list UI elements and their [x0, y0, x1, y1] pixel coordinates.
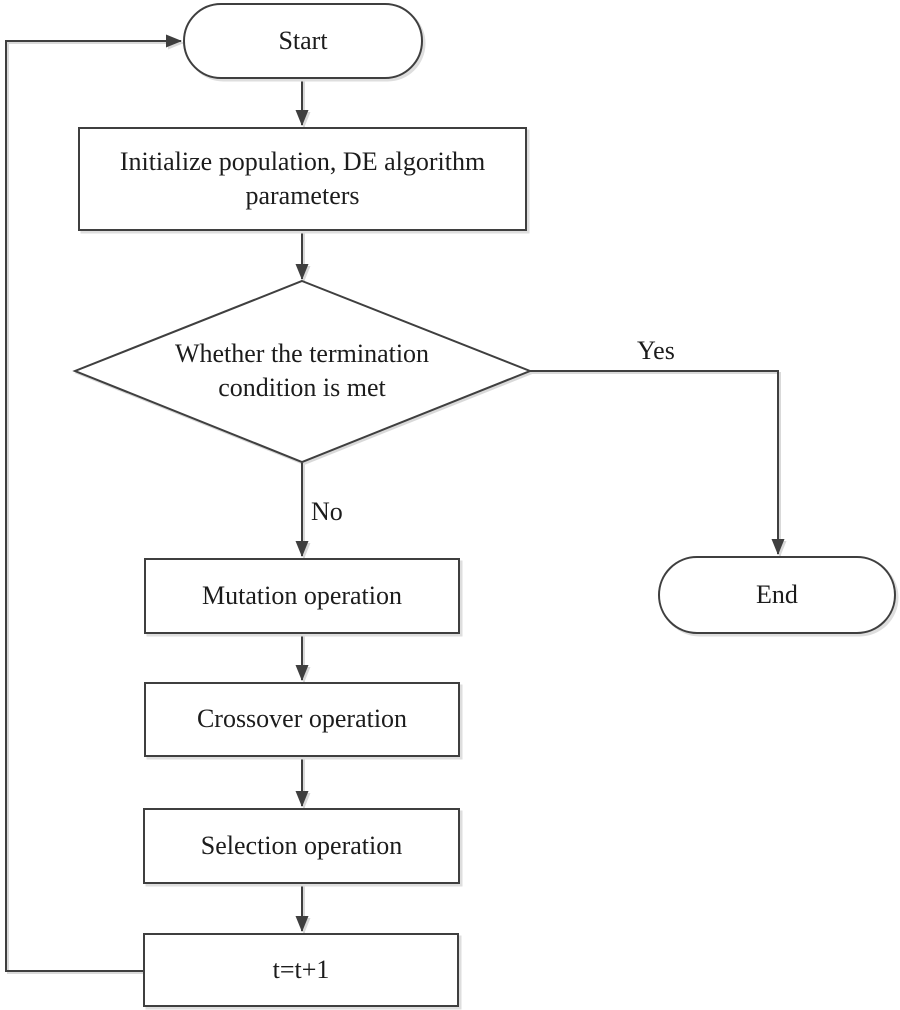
edge-label-no: No: [311, 497, 343, 526]
edge-label-yes: Yes: [637, 336, 675, 365]
node-initialize-label: Initialize population, DE algorithm para…: [119, 146, 486, 210]
decision-diamond-shape: [72, 279, 533, 464]
node-crossover-label: Crossover operation: [196, 704, 408, 734]
node-decision-termination: Whether the termination condition is met: [147, 325, 457, 417]
node-initialize: Initialize population, DE algorithm para…: [78, 127, 527, 231]
node-mutation-label: Mutation operation: [201, 580, 402, 610]
node-crossover: Crossover operation: [144, 682, 460, 757]
node-increment: t=t+1: [143, 933, 459, 1007]
node-start-label: Start: [278, 25, 328, 55]
node-start: Start: [183, 3, 423, 79]
node-selection: Selection operation: [143, 808, 460, 884]
node-decision-label: Whether the termination condition is met: [174, 338, 430, 402]
node-end: End: [658, 556, 896, 634]
node-selection-label: Selection operation: [200, 830, 403, 860]
node-increment-label: t=t+1: [272, 954, 330, 984]
node-mutation: Mutation operation: [144, 558, 460, 634]
node-end-label: End: [756, 579, 798, 609]
edge-decision-end-yes: [530, 370, 785, 555]
edge-increment-start-loop: [5, 34, 182, 972]
